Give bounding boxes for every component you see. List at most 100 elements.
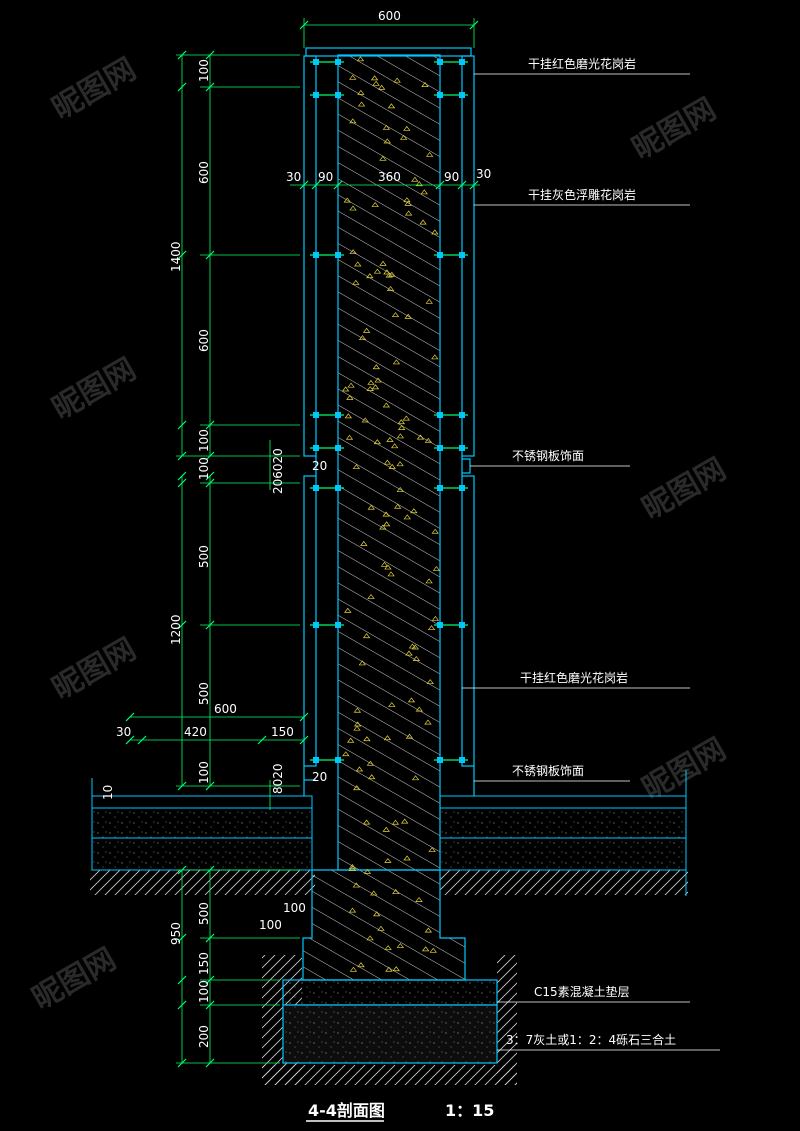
anchor-clip [437, 622, 443, 628]
dim-tick [205, 620, 215, 630]
aggregate-mark [384, 945, 392, 951]
dim-v500b: 500 [197, 682, 211, 705]
aggregate-mark [387, 571, 395, 577]
aggregate-mark [349, 966, 358, 972]
subbase-right [439, 837, 687, 871]
anchor-clip [313, 485, 319, 491]
aggregate-mark [346, 737, 355, 743]
anchor-clip [313, 92, 319, 98]
aggregate-mark [387, 103, 396, 109]
dim-360: 360 [378, 170, 401, 184]
aggregate-mark [346, 394, 354, 400]
dim-tick [177, 620, 187, 630]
cap-stone [305, 47, 472, 57]
aggregate-mark [353, 785, 361, 791]
aggregate-mark [392, 966, 400, 972]
subbase-left [91, 837, 313, 871]
aggregate-mark [396, 433, 405, 439]
right-steel-groove [462, 458, 471, 474]
aggregate-mark [392, 359, 401, 365]
anchor-clip [459, 59, 465, 65]
dim-tick [299, 712, 309, 722]
drawing-title: 4-4剖面图 1：15 [306, 1101, 494, 1122]
anchor-clip [459, 757, 465, 763]
aggregate-mark [396, 942, 404, 948]
dim-8020: 8020 [271, 763, 285, 794]
aggregate-mark [341, 386, 350, 392]
aggregate-mark [366, 935, 374, 941]
aggregate-mark [373, 911, 381, 917]
aggregate-mark [424, 719, 432, 725]
aggregate-mark [420, 189, 428, 195]
dim-tick [299, 735, 309, 745]
aggregate-mark [382, 402, 391, 408]
aggregate-mark [352, 464, 361, 470]
foundation [282, 869, 498, 1064]
anchor-clip [313, 445, 319, 451]
concrete-core [337, 54, 441, 972]
dim-total-1200: 1200 [169, 614, 183, 645]
aggregate-mark [384, 564, 392, 570]
dim-tick [205, 451, 215, 461]
aggregate-mark [403, 197, 411, 203]
aggregate-mark [354, 261, 362, 267]
aggregate-mark [372, 364, 381, 370]
anchor-clip [437, 485, 443, 491]
aggregate-mark [391, 312, 400, 318]
dim-tick [205, 478, 215, 488]
anchor-clip [313, 252, 319, 258]
aggregate-mark [425, 298, 433, 304]
watermark-text: 昵图网 [47, 52, 142, 127]
aggregate-mark [358, 660, 366, 666]
anchor-clip [313, 59, 319, 65]
aggregate-mark [352, 279, 360, 285]
aggregate-mark [431, 615, 440, 621]
aggregate-mark [415, 181, 424, 187]
callout-grey-relief-granite: 干挂灰色浮雕花岗岩 [528, 187, 636, 202]
dim-tick [177, 250, 187, 260]
aggregate-mark [411, 775, 420, 781]
anchor-clip [459, 622, 465, 628]
anchor-clip [437, 252, 443, 258]
anchor-clip [335, 622, 341, 628]
aggregate-mark [357, 962, 365, 968]
aggregate-mark [425, 578, 433, 584]
earth-right [440, 870, 688, 895]
dim-tick [205, 420, 215, 430]
aggregate-mark [362, 327, 371, 333]
watermark-text: 昵图网 [637, 452, 732, 527]
watermark-text: 昵图网 [47, 632, 142, 707]
aggregate-mark [382, 511, 390, 517]
callout-lime-soil: 3：7灰土或1：2：4砾石三合土 [506, 1032, 676, 1047]
aggregate-mark [367, 504, 375, 510]
dim-tick [177, 975, 187, 985]
aggregate-mark [424, 437, 432, 443]
aggregate-mark [410, 508, 418, 514]
dim-20b: 20 [312, 770, 327, 784]
anchor-clip [335, 757, 341, 763]
anchor-clip [313, 622, 319, 628]
aggregate-mark [404, 200, 412, 206]
dim-v600a: 600 [197, 161, 211, 184]
aggregate-mark [342, 751, 350, 757]
aggregate-mark [383, 269, 391, 275]
dim-tick [469, 180, 479, 190]
dim-v100c: 100 [197, 457, 211, 480]
aggregate-mark [401, 818, 409, 824]
aggregate-mark [362, 819, 371, 825]
aggregate-mark [403, 855, 411, 861]
aggregate-mark [397, 419, 406, 425]
anchor-clip [437, 412, 443, 418]
anchor-clip [335, 252, 341, 258]
dim-total-1400: 1400 [169, 241, 183, 272]
aggregate-mark [396, 486, 404, 492]
dim-20a: 20 [312, 459, 327, 473]
aggregate-mark [415, 897, 423, 902]
dim-tick [177, 781, 187, 791]
aggregate-mark [344, 607, 352, 613]
aggregate-mark [408, 643, 417, 649]
dim-90-left: 90 [318, 170, 333, 184]
aggregate-mark [371, 201, 379, 207]
aggregate-mark [380, 561, 389, 567]
watermark-text: 昵图网 [627, 92, 722, 167]
